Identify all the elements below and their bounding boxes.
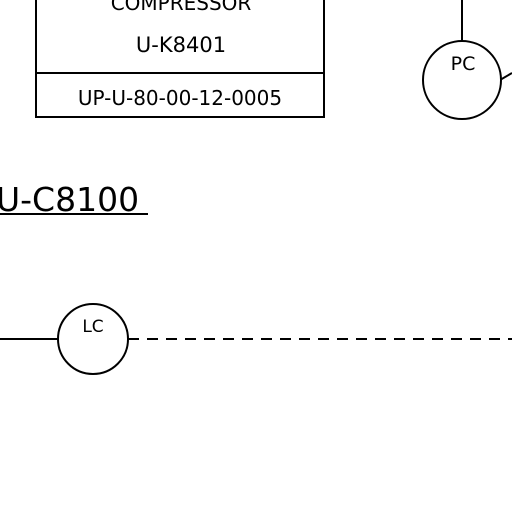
compressor-tag: U-K8401 — [136, 33, 226, 57]
lc-label: LC — [82, 317, 103, 337]
pc-bubble — [422, 40, 502, 120]
pc-signal-line — [499, 72, 512, 81]
compressor-name: COMPRESSOR — [111, 0, 252, 15]
line-label: U-C8100 — [0, 180, 139, 219]
compressor-box[interactable]: COMPRESSOR U-K8401 UP-U-80-00-12-0005 — [35, 0, 325, 118]
lc-bubble — [57, 303, 129, 375]
drawing-number: UP-U-80-00-12-0005 — [78, 86, 282, 110]
pc-label: PC — [451, 53, 476, 75]
pc-instrument[interactable]: PC — [422, 40, 502, 120]
compressor-box-outline — [35, 0, 325, 118]
lc-instrument[interactable]: LC — [57, 303, 129, 375]
